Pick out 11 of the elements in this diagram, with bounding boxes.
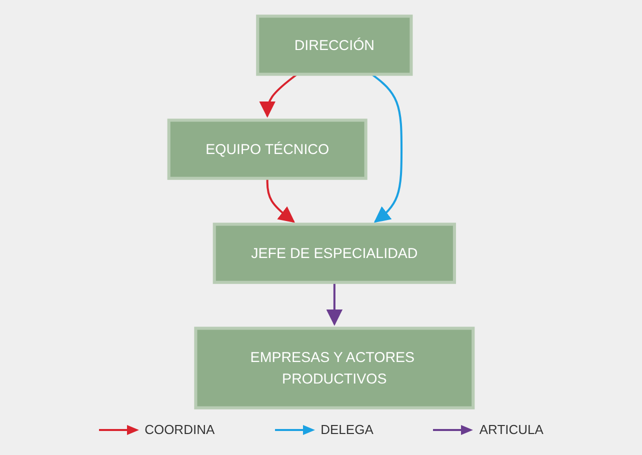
legend-label: COORDINA bbox=[144, 422, 215, 437]
node-box: EQUIPO TÉCNICO bbox=[167, 118, 368, 180]
arrow bbox=[259, 74, 298, 118]
legend-label: ARTICULA bbox=[479, 422, 544, 437]
arrow bbox=[326, 282, 343, 326]
node-box: EMPRESAS Y ACTORES PRODUCTIVOS bbox=[194, 326, 475, 410]
arrow bbox=[266, 178, 295, 223]
node-box: DIRECCIÓN bbox=[256, 14, 413, 76]
legend-label: DELEGA bbox=[320, 422, 374, 437]
node-box: JEFE DE ESPECIALIDAD bbox=[212, 222, 456, 284]
arrow bbox=[371, 74, 403, 223]
